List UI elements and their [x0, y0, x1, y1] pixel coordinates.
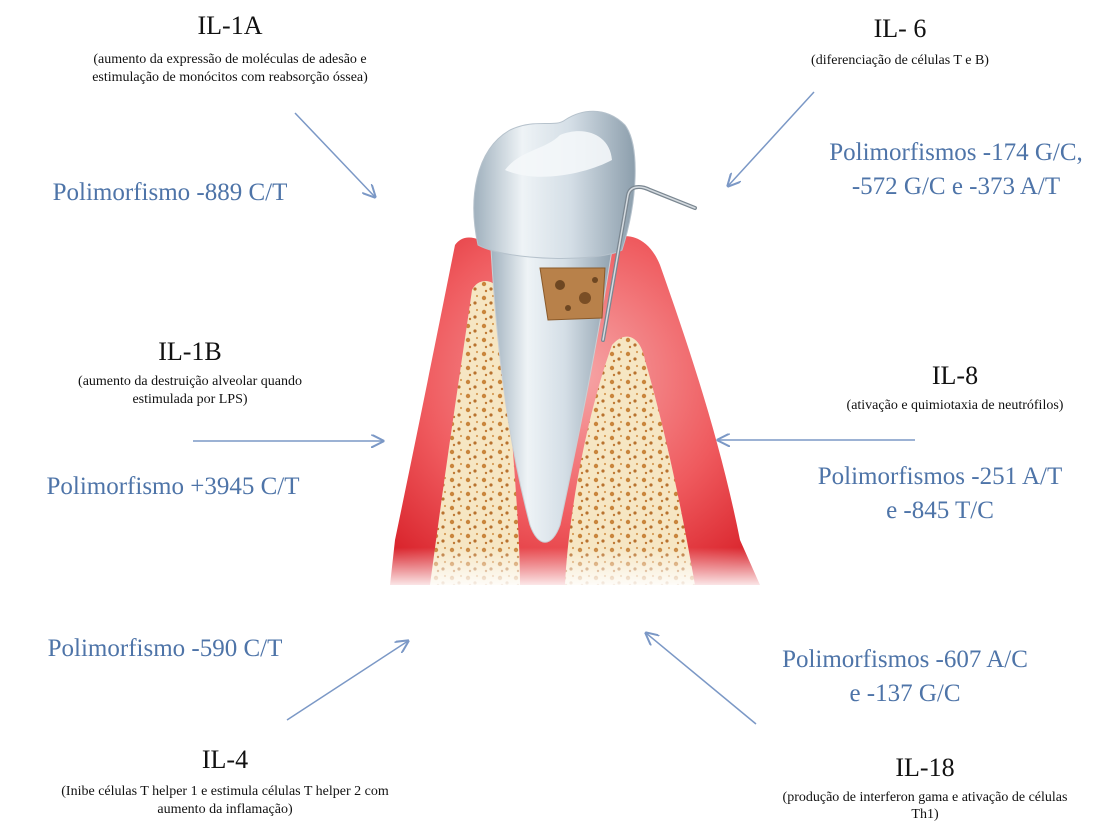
- il18-block: IL-18 (produção de interferon gama e ati…: [730, 754, 1120, 823]
- il6-poly-line1: Polimorfismos -174 G/C,: [806, 136, 1106, 170]
- il8-polymorphism: Polimorfismos -251 A/T e -845 T/C: [790, 460, 1090, 528]
- caries-lesion: [540, 268, 605, 320]
- il1b-title: IL-1B: [25, 338, 355, 367]
- il4-title: IL-4: [0, 746, 450, 775]
- il1b-desc-line1: (aumento da destruição alveolar quando: [25, 373, 355, 392]
- arrow-il6: [728, 92, 814, 186]
- il6-polymorphism: Polimorfismos -174 G/C, -572 G/C e -373 …: [806, 136, 1106, 204]
- il6-poly-line2: -572 G/C e -373 A/T: [806, 170, 1106, 204]
- il18-polymorphism: Polimorfismos -607 A/C e -137 G/C: [745, 643, 1065, 711]
- il18-poly-line1: Polimorfismos -607 A/C: [745, 643, 1065, 677]
- il8-desc-line1: (ativação e quimiotaxia de neutrófilos): [800, 397, 1110, 416]
- il18-desc-line2: Th1): [730, 807, 1120, 822]
- il1b-block: IL-1B (aumento da destruição alveolar qu…: [25, 338, 355, 410]
- il4-polymorphism: Polimorfismo -590 C/T: [15, 632, 315, 666]
- il4-desc-line2: aumento da inflamação): [0, 801, 450, 820]
- tooth-crown: [474, 111, 635, 258]
- il1a-block: IL-1A (aumento da expressão de moléculas…: [20, 12, 440, 88]
- il4-desc-line1: (Inibe células T helper 1 e estimula cél…: [0, 783, 450, 802]
- il8-poly-line1: Polimorfismos -251 A/T: [790, 460, 1090, 494]
- il8-block: IL-8 (ativação e quimiotaxia de neutrófi…: [800, 362, 1110, 415]
- il1b-polymorphism: Polimorfismo +3945 C/T: [8, 470, 338, 504]
- il8-poly-line2: e -845 T/C: [790, 494, 1090, 528]
- il18-title: IL-18: [730, 754, 1120, 783]
- il18-desc-line1: (produção de interferon gama e ativação …: [730, 789, 1120, 808]
- il1b-desc-line2: estimulada por LPS): [25, 391, 355, 410]
- il1a-title: IL-1A: [20, 12, 440, 41]
- il1a-polymorphism: Polimorfismo -889 C/T: [25, 176, 315, 210]
- il1a-desc-line1: (aumento da expressão de moléculas de ad…: [20, 51, 440, 70]
- il6-block: IL- 6 (diferenciação de células T e B): [760, 15, 1040, 70]
- il1a-desc-line2: estimulação de monócitos com reabsorção …: [20, 69, 440, 88]
- il4-block: IL-4 (Inibe células T helper 1 e estimul…: [0, 746, 450, 820]
- arrow-il18: [646, 633, 756, 724]
- il6-title: IL- 6: [760, 15, 1040, 44]
- il18-poly-line2: e -137 G/C: [745, 677, 1065, 711]
- il6-desc-line1: (diferenciação de células T e B): [760, 52, 1040, 71]
- il8-title: IL-8: [800, 362, 1110, 391]
